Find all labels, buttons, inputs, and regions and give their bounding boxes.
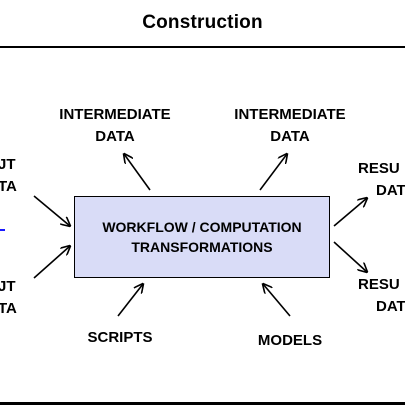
arrow-to-intermediate-right	[259, 154, 287, 191]
input-data-bottom: JT TA	[0, 276, 17, 320]
result-top-line1: RESU	[358, 160, 400, 177]
bottom-border	[0, 402, 405, 405]
process-label: WORKFLOW / COMPUTATION TRANSFORMATIONS	[74, 217, 330, 257]
input-top-line2: TA	[0, 178, 17, 195]
intermediate-right-line1: INTERMEDIATE	[234, 106, 346, 123]
models-label: MODELS	[240, 330, 340, 352]
input-top-line1: JT	[0, 156, 16, 173]
models-text: MODELS	[257, 332, 323, 349]
input-bottom-line1: JT	[0, 278, 16, 295]
arrow-from-scripts	[117, 284, 143, 317]
intermediate-right-line2: DATA	[270, 128, 310, 145]
intermediate-left-line2: DATA	[95, 128, 135, 145]
result-bottom-line1: RESU	[358, 276, 400, 293]
result-data-top: RESU DAT	[358, 158, 405, 202]
input-bottom-line2: TA	[0, 300, 17, 317]
arrow-from-input-bottom	[33, 246, 70, 279]
header-bar	[0, 0, 405, 48]
arrow-from-models	[263, 284, 291, 317]
arrow-to-result-bottom	[333, 241, 367, 272]
input-data-top: JT TA	[0, 154, 17, 198]
intermediate-data-left: INTERMEDIATE DATA	[40, 104, 190, 148]
result-bottom-line2: DAT	[376, 298, 405, 315]
result-top-line2: DAT	[376, 182, 405, 199]
intermediate-left-line1: INTERMEDIATE	[59, 106, 171, 123]
arrow-to-result-top	[333, 198, 367, 227]
scripts-label: SCRIPTS	[70, 327, 170, 349]
result-data-bottom: RESU DAT	[358, 274, 405, 318]
process-label-line1: WORKFLOW / COMPUTATION	[102, 219, 302, 235]
process-label-line2: TRANSFORMATIONS	[131, 239, 273, 255]
scripts-text: SCRIPTS	[87, 329, 153, 346]
intermediate-data-right: INTERMEDIATE DATA	[215, 104, 365, 148]
header-title: Construction	[142, 12, 263, 33]
arrow-to-intermediate-left	[124, 154, 151, 191]
arrow-from-input-top	[33, 195, 70, 226]
process-box	[74, 196, 330, 278]
